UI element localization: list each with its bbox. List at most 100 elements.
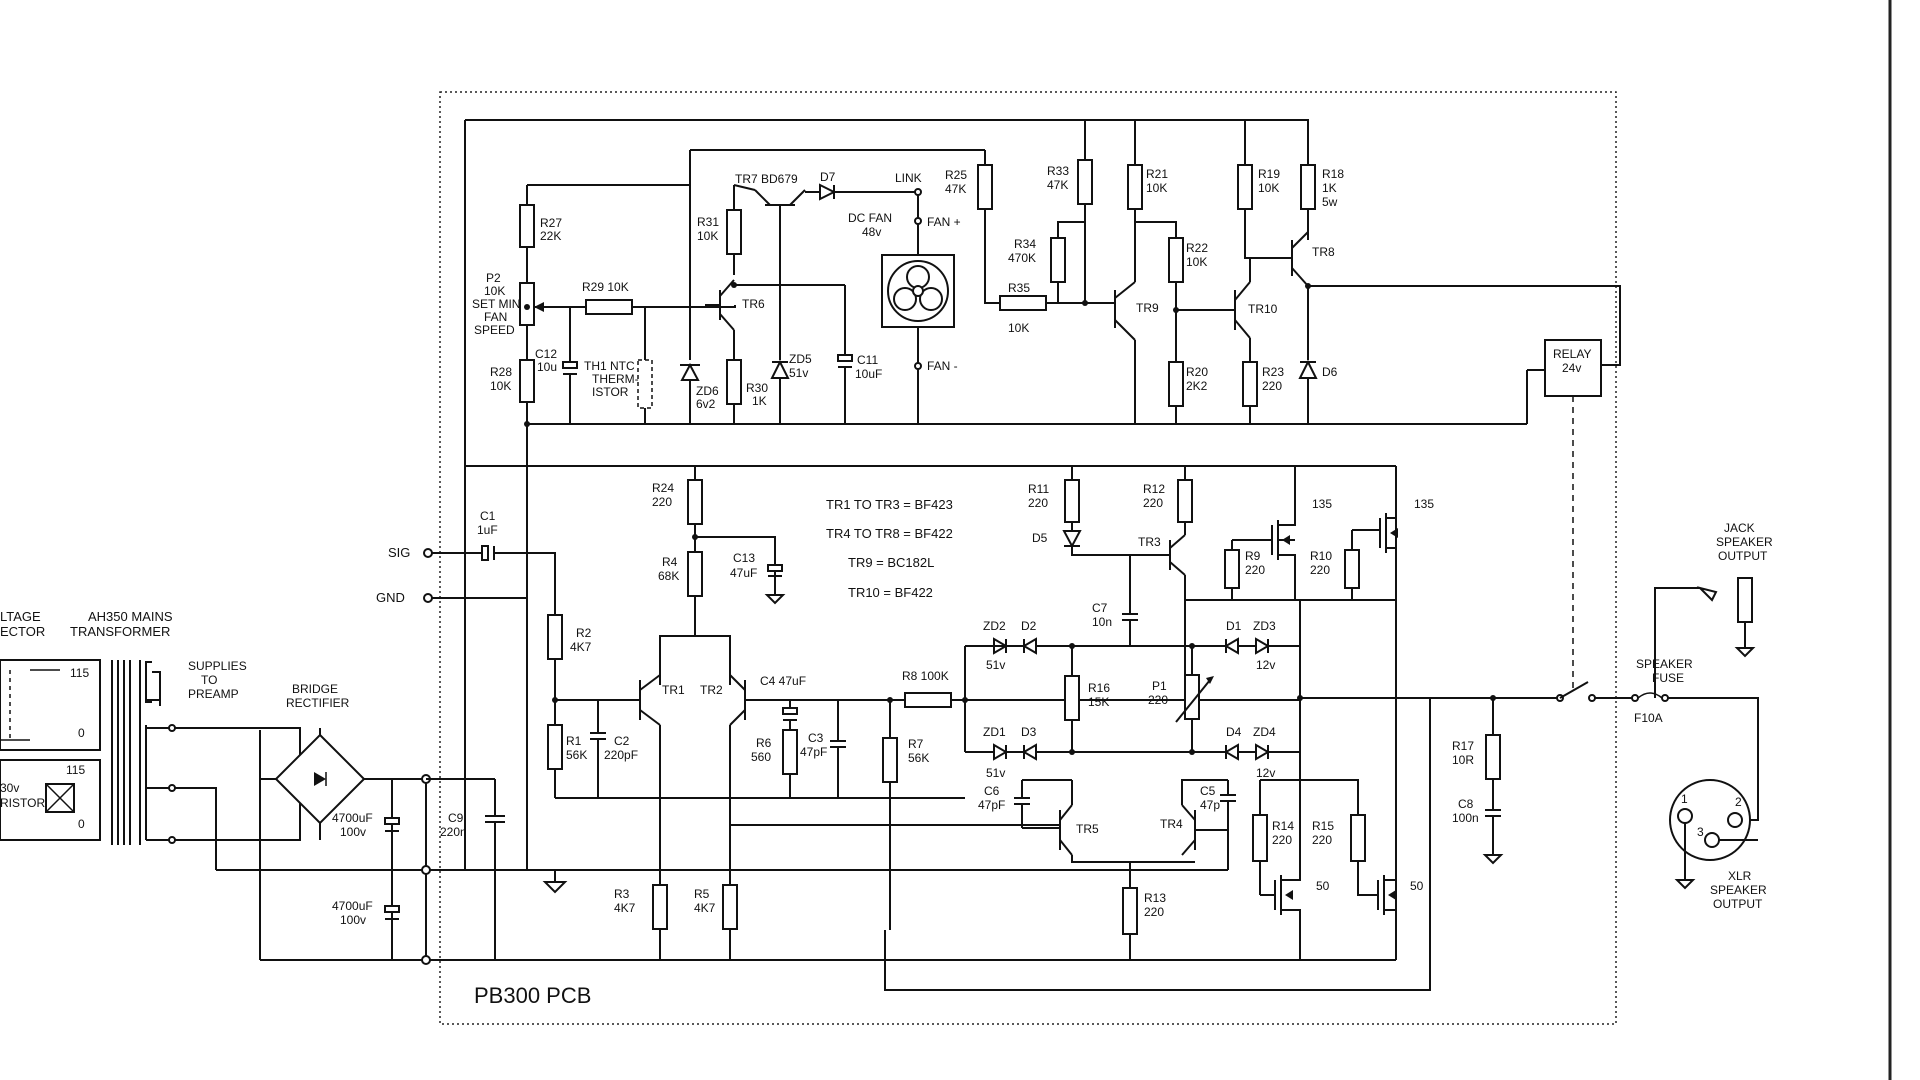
- zd5-value: 51v: [789, 366, 808, 380]
- r23-value: 220: [1262, 379, 1282, 393]
- bridge-label-2: RECTIFIER: [286, 696, 350, 710]
- r8: [904, 692, 952, 708]
- p1-value: 220: [1148, 693, 1168, 707]
- tap-0-lower: 0: [78, 817, 85, 831]
- r25-name: R25: [945, 168, 967, 182]
- zd6-value: 6v2: [696, 397, 716, 411]
- r27-value: 22K: [540, 229, 561, 243]
- r34-value: 470K: [1008, 251, 1036, 265]
- c5-name: C5: [1200, 784, 1216, 798]
- r16-value: 15K: [1088, 695, 1109, 709]
- fan-minus-label: FAN -: [927, 359, 958, 373]
- c3-name: C3: [808, 731, 824, 745]
- r24-name: R24: [652, 481, 674, 495]
- input-stage: SIG GND C1 1uF: [376, 424, 568, 894]
- c8-name: C8: [1458, 797, 1474, 811]
- r5-name: R5: [694, 887, 710, 901]
- r28-name: R28: [490, 365, 512, 379]
- th1-label-1: TH1 NTC: [584, 359, 635, 373]
- r1-name: R1: [566, 734, 582, 748]
- r4-name: R4: [662, 555, 678, 569]
- c13-name: C13: [733, 551, 755, 565]
- r20: [1168, 361, 1184, 407]
- note-2: TR4 TO TR8 = BF422: [826, 526, 953, 541]
- r12: [1177, 479, 1193, 523]
- d1: [1224, 637, 1239, 655]
- r25: [977, 164, 993, 210]
- f10a-label: F10A: [1634, 711, 1663, 725]
- r23: [1242, 361, 1258, 407]
- mosfet-50-a: [1260, 780, 1301, 960]
- c6-name: C6: [984, 784, 1000, 798]
- tr10-label: TR10: [1248, 302, 1278, 316]
- r27: [519, 204, 535, 248]
- p2-desc-1: SET MIN: [472, 297, 520, 311]
- r20-value: 2K2: [1186, 379, 1208, 393]
- d4: [1224, 743, 1239, 761]
- primary-winding-upper: [0, 659, 101, 751]
- mosfet-50-b: [1357, 875, 1396, 915]
- fan-plus-label: FAN +: [927, 215, 961, 229]
- tr8-label: TR8: [1312, 245, 1335, 259]
- c2-name: C2: [614, 734, 630, 748]
- gnd-label: GND: [376, 590, 405, 605]
- tap-115-upper: 115: [70, 666, 89, 680]
- xlr-label-2: SPEAKER: [1710, 883, 1767, 897]
- r15-name: R15: [1312, 819, 1334, 833]
- zd3: [1255, 637, 1270, 655]
- r15-value: 220: [1312, 833, 1332, 847]
- c11-value: 10uF: [855, 367, 882, 381]
- zd2-name: ZD2: [983, 619, 1006, 633]
- p2-name: P2: [486, 271, 501, 285]
- c4-label: C4 47uF: [760, 674, 806, 688]
- transistor-notes: TR1 TO TR3 = BF423 TR4 TO TR8 = BF422 TR…: [826, 497, 953, 600]
- r11-name: R11: [1028, 482, 1049, 496]
- th1-label-3: ISTOR: [592, 385, 629, 399]
- q50b-label: 50: [1410, 879, 1424, 893]
- varistor-label-2: RISTOR: [0, 796, 45, 810]
- zd5: [770, 359, 790, 379]
- d5-label: D5: [1032, 531, 1048, 545]
- r29-label: R29 10K: [582, 280, 629, 294]
- r14-name: R14: [1272, 819, 1294, 833]
- r3-name: R3: [614, 887, 630, 901]
- p1-name: P1: [1152, 679, 1167, 693]
- r28: [519, 359, 535, 403]
- fan-control-section: R27 22K P2 10K SET MIN FAN SPEED R28 10K…: [472, 120, 1621, 690]
- d3: [1022, 743, 1037, 761]
- gnd-terminal: [423, 593, 433, 603]
- zd4: [1255, 743, 1270, 761]
- p2-value: 10K: [484, 284, 505, 298]
- transformer-core: [111, 660, 141, 845]
- r17-name: R17: [1452, 739, 1474, 753]
- c6-value: 47pF: [978, 798, 1005, 812]
- r16: [1064, 675, 1080, 721]
- r15: [1350, 814, 1366, 862]
- tr1-label: TR1: [662, 683, 685, 697]
- r13: [1122, 887, 1138, 935]
- r1-value: 56K: [566, 748, 587, 762]
- r17-value: 10R: [1452, 753, 1474, 767]
- r3: [652, 884, 668, 930]
- r33: [1077, 159, 1093, 205]
- r29: [585, 299, 633, 315]
- r4: [687, 551, 703, 597]
- p2-desc-2: FAN: [484, 310, 507, 324]
- c13-value: 47uF: [730, 566, 757, 580]
- c7-value: 10n: [1092, 615, 1112, 629]
- d6-label: D6: [1322, 365, 1338, 379]
- r12-name: R12: [1143, 482, 1165, 496]
- c7-name: C7: [1092, 601, 1108, 615]
- d1-label: D1: [1226, 619, 1242, 633]
- r18-name: R18: [1322, 167, 1344, 181]
- r14: [1252, 814, 1268, 862]
- r25-value: 47K: [945, 182, 966, 196]
- r27-name: R27: [540, 216, 562, 230]
- zd6-name: ZD6: [696, 384, 719, 398]
- xlr-pin-3: 3: [1697, 825, 1704, 839]
- r18-value: 1K: [1322, 181, 1337, 195]
- zd3-name: ZD3: [1253, 619, 1276, 633]
- supplies-label-2: TO: [201, 673, 217, 687]
- r33-name: R33: [1047, 164, 1069, 178]
- r17: [1485, 734, 1501, 780]
